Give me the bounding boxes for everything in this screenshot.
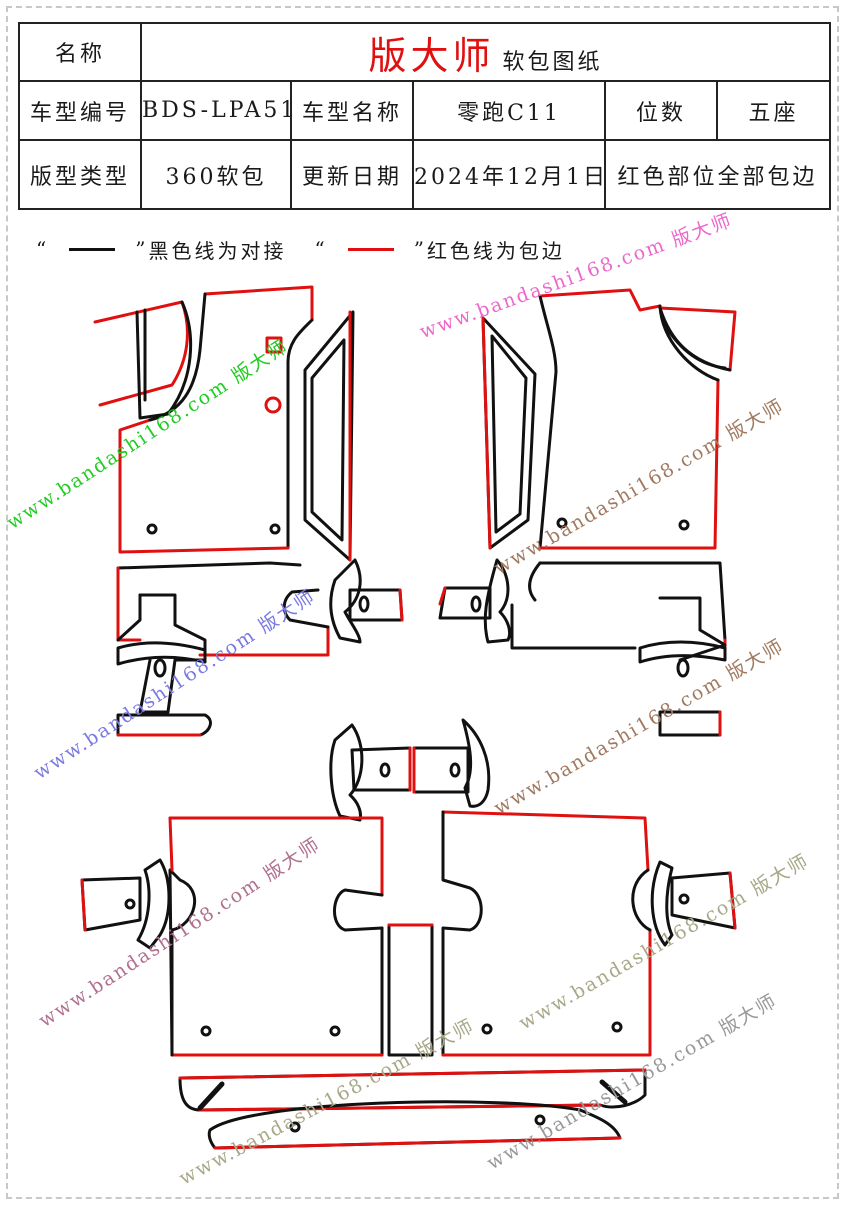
legend-open-quote-2: “ xyxy=(314,237,328,261)
front-left-lower-panel xyxy=(116,561,330,737)
brand-logo: 版大师 xyxy=(368,33,495,78)
front-right-mat xyxy=(538,288,720,550)
seats-value: 五座 xyxy=(715,80,832,141)
wrap-note: 红色部位全部包边 xyxy=(603,139,832,210)
update-date: 2024年12月1日 xyxy=(412,139,606,210)
model-code-label: 车型编号 xyxy=(18,80,142,141)
legend-close-quote: ” xyxy=(135,237,149,261)
center-tunnel-left xyxy=(329,723,412,822)
pattern-type-label: 版型类型 xyxy=(18,139,142,210)
center-tunnel-right xyxy=(412,718,491,808)
legend-black-line-swatch xyxy=(69,247,116,251)
front-right-seatbelt-cover xyxy=(438,558,512,644)
rear-right-mat xyxy=(441,810,652,1057)
front-right-heel-panel xyxy=(658,306,737,372)
front-right-side-strip xyxy=(481,316,537,550)
doc-title: 软包图纸 xyxy=(502,49,603,75)
front-right-lower-panel xyxy=(510,561,727,737)
name-label: 名称 xyxy=(18,22,142,82)
front-left-seatbelt-cover xyxy=(329,558,404,644)
model-name: 零跑C11 xyxy=(412,80,606,141)
rear-long-strip-lower xyxy=(207,1100,622,1150)
rear-left-mat xyxy=(168,816,384,1057)
page-border xyxy=(6,6,839,1199)
front-left-heel-panel xyxy=(93,300,193,420)
rear-right-seatbelt-cover xyxy=(650,860,737,947)
legend-red-line-swatch xyxy=(347,247,394,251)
legend-black-text: 黑色线为对接 xyxy=(148,238,287,263)
rear-left-seatbelt-cover xyxy=(80,858,171,950)
legend: “ ” 黑色线为对接 “ ” 红色线为包边 xyxy=(36,234,565,264)
legend-open-quote: “ xyxy=(36,237,50,261)
rear-center-strip xyxy=(387,923,434,1057)
front-left-side-strip xyxy=(303,310,355,562)
legend-red-text: 红色线为包边 xyxy=(426,238,565,263)
update-date-label: 更新日期 xyxy=(290,139,414,210)
doc-title-cell: 版大师软包图纸 xyxy=(139,22,832,82)
pattern-type: 360软包 xyxy=(140,139,292,210)
model-name-label: 车型名称 xyxy=(290,80,414,141)
seats-label: 位数 xyxy=(604,80,718,141)
model-code: BDS-LPA5131S xyxy=(140,80,292,141)
legend-close-quote-2: ” xyxy=(413,237,427,261)
